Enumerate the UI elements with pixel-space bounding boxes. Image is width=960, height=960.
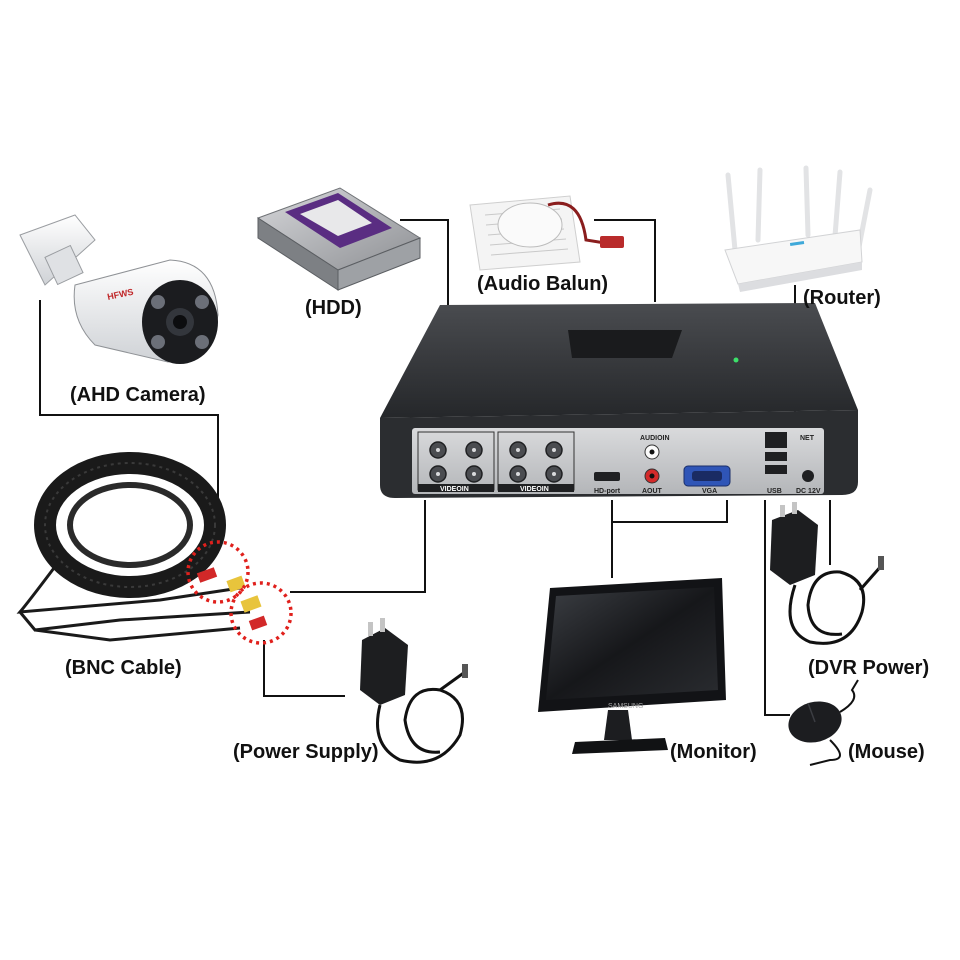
wire-bnc-to-videoin bbox=[290, 500, 426, 593]
label-power-supply: (Power Supply) bbox=[233, 741, 379, 763]
label-bnc-cable: (BNC Cable) bbox=[65, 657, 182, 679]
vga-label: VGA bbox=[702, 488, 717, 495]
video-in-label-2: VIDEOIN bbox=[520, 486, 549, 493]
dc-label: DC 12V bbox=[796, 488, 821, 495]
power-supply-icon bbox=[360, 618, 468, 764]
ahd-camera-icon: HFWS bbox=[19, 214, 219, 364]
label-audio-balun: (Audio Balun) bbox=[477, 273, 609, 295]
video-in-label-1: VIDEOIN bbox=[440, 486, 469, 493]
wire-power-supply-to-bnc bbox=[263, 640, 345, 697]
wire-mouse-to-usb bbox=[764, 500, 790, 716]
label-dvr-power: (DVR Power) bbox=[808, 657, 930, 679]
bnc-cable-icon bbox=[16, 452, 268, 642]
monitor-brand-mark: SAMSUNG bbox=[608, 703, 643, 710]
wire-hdd-to-dvr bbox=[400, 219, 449, 305]
mouse-icon bbox=[788, 679, 859, 766]
router-icon bbox=[724, 165, 873, 292]
wire-camera-to-bnc bbox=[39, 300, 219, 545]
net-label: NET bbox=[800, 435, 815, 442]
label-mouse: (Mouse) bbox=[848, 741, 925, 763]
audio-out-label: AOUT bbox=[642, 488, 663, 495]
highlight-circle-power-connector bbox=[229, 581, 293, 645]
audio-in-label: AUDIOIN bbox=[640, 435, 670, 442]
label-router: (Router) bbox=[803, 287, 881, 309]
label-ahd-camera: (AHD Camera) bbox=[70, 384, 206, 406]
audio-balun-icon bbox=[469, 195, 624, 271]
label-hdd: (HDD) bbox=[305, 297, 362, 319]
hd-port-label: HD-port bbox=[594, 488, 621, 495]
hdd-icon bbox=[256, 187, 422, 291]
highlight-circle-camera-connector bbox=[186, 540, 250, 604]
wire-balun-to-dvr bbox=[594, 219, 656, 302]
dvr-recorder-icon: VIDEOIN VIDEOIN AUDIOIN AOUT HD-port VGA… bbox=[380, 303, 858, 498]
usb-label: USB bbox=[767, 488, 782, 495]
dvr-power-adapter-icon bbox=[770, 502, 884, 645]
wire-monitor-to-outputs bbox=[611, 500, 728, 523]
label-monitor: (Monitor) bbox=[670, 741, 757, 763]
monitor-icon: SAMSUNG bbox=[538, 578, 726, 754]
